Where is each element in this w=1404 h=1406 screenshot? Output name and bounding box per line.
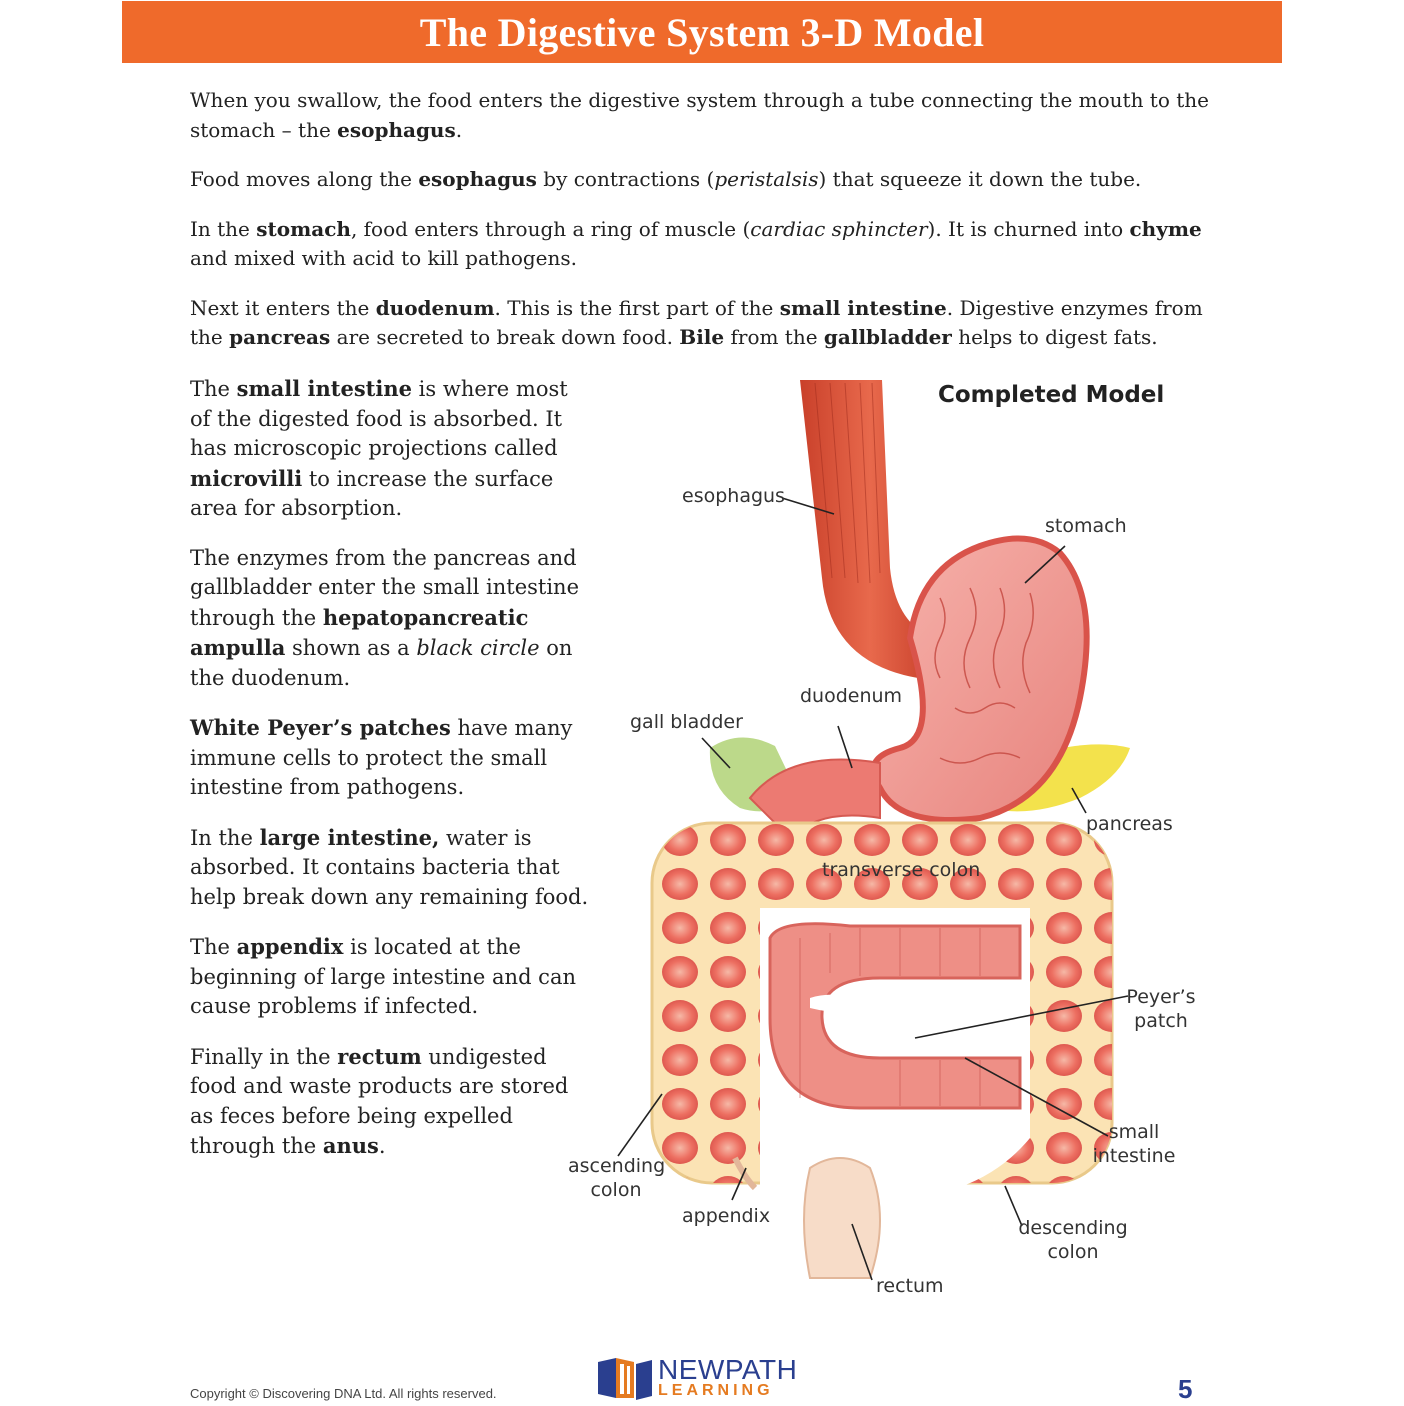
intro-text: When you swallow, the food enters the di… — [190, 86, 1210, 373]
peyers-patch-shape — [900, 1032, 920, 1048]
left-paragraph-5: The appendix is located at the beginning… — [190, 934, 576, 1018]
title-banner: The Digestive System 3-D Model — [122, 1, 1282, 63]
page-number: 5 — [1178, 1374, 1193, 1404]
left-paragraph-1: The small intestine is where most of the… — [190, 376, 568, 520]
label-peyers-patch: Peyer’s patch — [1126, 986, 1196, 1032]
model-title: Completed Model — [938, 382, 1165, 408]
left-column-text: The small intestine is where most of the… — [190, 374, 590, 1182]
logo-text-newpath: NEWPATH — [658, 1354, 798, 1385]
label-ascending-colon: ascending colon — [568, 1155, 666, 1201]
leader-lines — [617, 497, 1129, 1281]
label-duodenum: duodenum — [800, 685, 903, 707]
intro-paragraph-3: In the stomach, food enters through a ri… — [190, 216, 1202, 271]
left-paragraph-6: Finally in the rectum undigested food an… — [190, 1043, 569, 1159]
left-paragraph-3: White Peyer’s patches have many immune c… — [190, 715, 573, 799]
newpath-learning-logo: NEWPATH LEARNING — [596, 1354, 826, 1402]
intro-paragraph-2: Food moves along the esophagus by contra… — [190, 167, 1142, 191]
books-icon — [598, 1358, 652, 1400]
left-paragraph-2: The enzymes from the pancreas and gallbl… — [190, 545, 580, 690]
stomach-folds — [934, 587, 1034, 764]
label-pancreas: pancreas — [1086, 813, 1173, 835]
page-title: The Digestive System 3-D Model — [419, 9, 985, 55]
label-rectum: rectum — [876, 1275, 944, 1297]
left-paragraph-4: In the large intestine, water is absorbe… — [190, 824, 589, 909]
label-gall-bladder: gall bladder — [630, 711, 743, 733]
label-stomach: stomach — [1045, 515, 1127, 537]
label-appendix: appendix — [682, 1205, 771, 1227]
label-esophagus: esophagus — [682, 485, 785, 507]
label-small-intestine: small intestine — [1092, 1121, 1176, 1167]
appendix-shape — [732, 1156, 758, 1191]
copyright-notice: Copyright © Discovering DNA Ltd. All rig… — [190, 1386, 497, 1401]
logo-text-learning: LEARNING — [658, 1382, 774, 1399]
rectum-shape — [803, 1157, 881, 1279]
intro-paragraph-1: When you swallow, the food enters the di… — [190, 88, 1209, 142]
intro-paragraph-4: Next it enters the duodenum. This is the… — [190, 295, 1203, 350]
esophagus-stripes — [814, 382, 881, 584]
small-intestine-shape — [768, 922, 1022, 1110]
digestive-model-illustration — [617, 380, 1130, 1281]
digestive-model-figure: Completed Model esophagus stomach duoden… — [560, 378, 1220, 1318]
label-descending-colon: descending colon — [1018, 1217, 1128, 1263]
label-transverse-colon: transverse colon — [822, 859, 981, 881]
